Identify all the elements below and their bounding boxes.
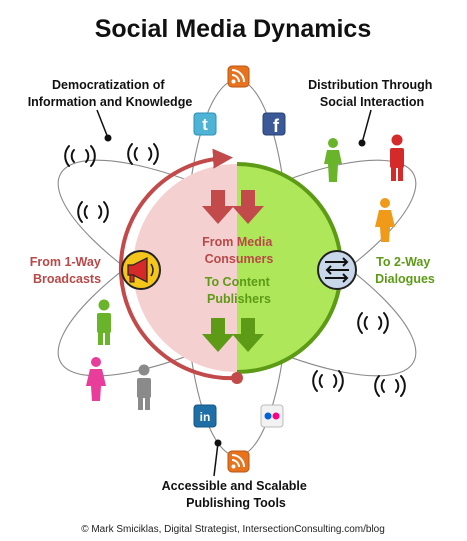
person-icon-green-left bbox=[97, 299, 111, 345]
linkedin-icon: in bbox=[193, 404, 217, 428]
publishing-tools-label: Accessible and Scalable Publishing Tools bbox=[162, 479, 311, 510]
twitter-icon: t bbox=[193, 112, 217, 136]
two-way-label: To 2-Way Dialogues bbox=[375, 255, 435, 286]
megaphone-icon bbox=[121, 250, 161, 290]
facebook-icon: f bbox=[262, 112, 286, 136]
distribution-label: Distribution Through Social Interaction bbox=[308, 78, 436, 109]
person-icon-green-top bbox=[324, 138, 342, 182]
svg-text:t: t bbox=[202, 115, 208, 134]
svg-text:f: f bbox=[273, 116, 280, 136]
democratization-pointer bbox=[96, 109, 109, 139]
person-icon-orange bbox=[375, 198, 395, 242]
democratization-label: Democratization of Information and Knowl… bbox=[28, 78, 193, 109]
one-way-label: From 1-Way Broadcasts bbox=[30, 255, 105, 286]
page-title: Social Media Dynamics bbox=[95, 15, 372, 43]
broadcast-wave-icon-6 bbox=[374, 375, 406, 397]
broadcast-wave-icon-4 bbox=[357, 312, 389, 334]
tools-pointer-dot bbox=[214, 439, 222, 447]
person-icon-red bbox=[390, 134, 404, 181]
footer-credit: © Mark Smiciklas, Digital Strategist, In… bbox=[81, 524, 385, 535]
publisher-arrows-icon bbox=[202, 318, 264, 352]
tools-pointer bbox=[213, 442, 219, 477]
publishers-label: To Content Publishers bbox=[205, 275, 274, 306]
rss-icon-bottom bbox=[227, 450, 250, 473]
flickr-icon bbox=[260, 404, 284, 428]
person-icon-gray bbox=[137, 364, 151, 410]
consumer-arrows-icon bbox=[202, 190, 264, 224]
person-icon-pink bbox=[86, 357, 106, 401]
consumers-label: From Media Consumers bbox=[202, 235, 276, 266]
broadcast-wave-icon-3 bbox=[77, 201, 109, 223]
two-way-arrows-icon bbox=[317, 250, 357, 290]
distribution-pointer bbox=[361, 109, 372, 144]
democratization-pointer-dot bbox=[104, 134, 112, 142]
svg-text:in: in bbox=[200, 410, 211, 424]
broadcast-wave-icon-1 bbox=[64, 145, 96, 167]
broadcast-wave-icon-5 bbox=[312, 370, 344, 392]
distribution-pointer-dot bbox=[358, 139, 366, 147]
rss-icon bbox=[227, 65, 250, 88]
broadcast-wave-icon-2 bbox=[127, 143, 159, 165]
